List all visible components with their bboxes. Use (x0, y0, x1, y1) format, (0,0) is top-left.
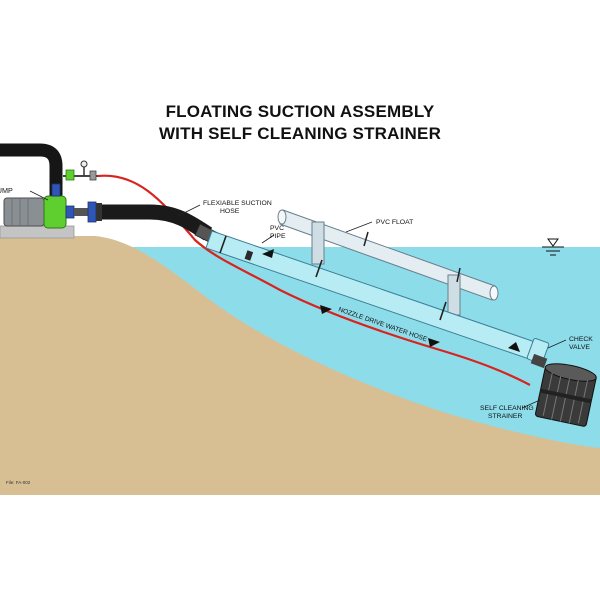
gauge-valve-icon (65, 160, 97, 181)
pump-label: PUMP (0, 186, 13, 195)
self-cleaning-strainer (535, 363, 597, 427)
diagram-title-line1: FLOATING SUCTION ASSEMBLY (165, 102, 435, 121)
leader-lines (29, 190, 567, 409)
pvc-float-label: PVC FLOAT (376, 219, 413, 226)
flexible-suction-hose-label: FLEXIABLE SUCTION HOSE (203, 200, 274, 215)
flexible-suction-hose-label-line1: FLEXIABLE SUCTION (203, 200, 272, 207)
check-valve-label: CHECK VALVE (569, 336, 595, 351)
flexible-suction-hose (96, 204, 213, 241)
check-valve (526, 337, 550, 369)
file-reference: File: FA-002 (6, 480, 31, 485)
check-valve-label-line2: VALVE (569, 344, 590, 351)
pump (3, 183, 97, 229)
flow-arrows (262, 249, 520, 352)
self-cleaning-strainer-label-line2: STRAINER (488, 413, 522, 420)
self-cleaning-strainer-label-line1: SELF CLEANING (480, 405, 534, 412)
ground-bank (0, 236, 600, 495)
flexible-suction-hose-label-line2: HOSE (220, 208, 240, 215)
discharge-pipe (0, 143, 63, 196)
diagram-title-line2: WITH SELF CLEANING STRAINER (158, 124, 442, 143)
self-cleaning-strainer-label: SELF CLEANING STRAINER (480, 405, 536, 420)
check-valve-label-line1: CHECK (569, 336, 593, 343)
pvc-float (277, 209, 499, 316)
water-level-icon (542, 238, 564, 256)
pvc-pipe-label: PVC PIPE (270, 225, 286, 240)
pvc-pipe-label-line1: PVC (270, 225, 284, 232)
pvc-pipe-label-line2: PIPE (270, 233, 286, 240)
